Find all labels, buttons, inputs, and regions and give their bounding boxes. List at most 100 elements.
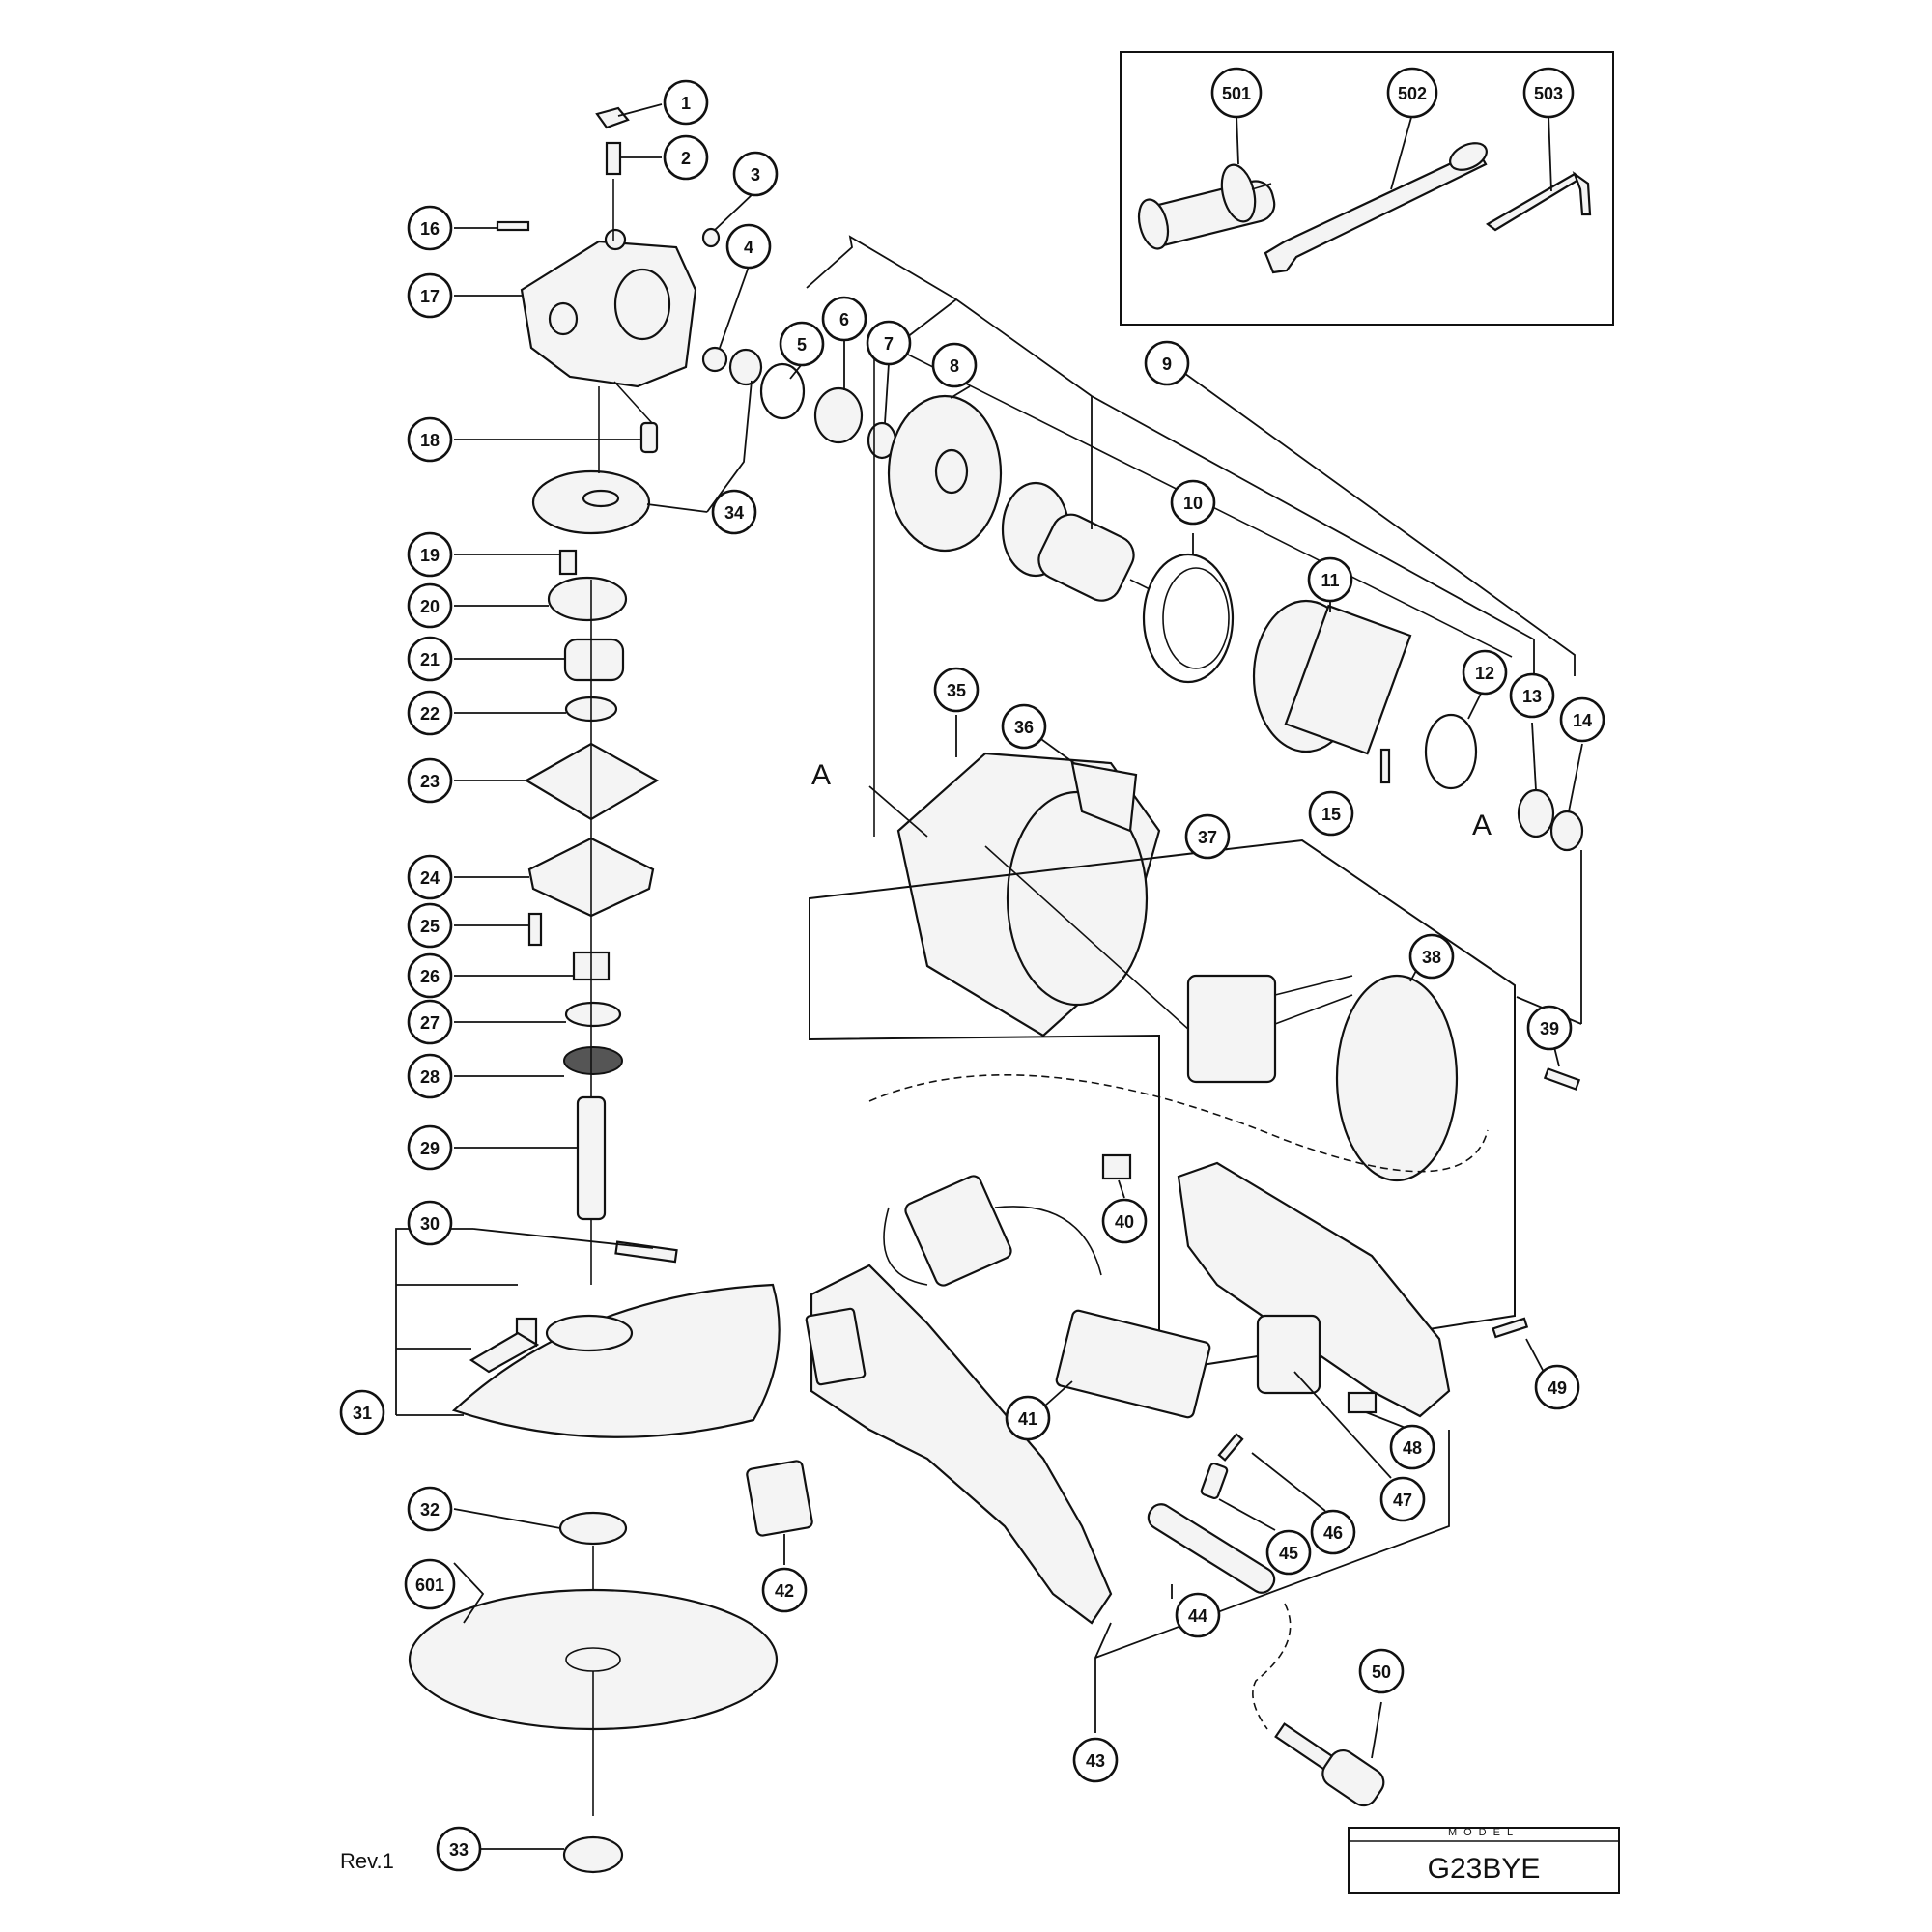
- lock-button: [595, 106, 630, 129]
- callout-balloon-20: 20: [407, 582, 453, 629]
- callout-number: 16: [420, 219, 440, 239]
- callout-balloon-7: 7: [866, 320, 912, 366]
- ref-marker-a-left: A: [811, 759, 831, 791]
- callout-number: 43: [1086, 1751, 1105, 1771]
- callout-balloon-46: 46: [1310, 1509, 1356, 1555]
- callout-number: 44: [1188, 1606, 1208, 1626]
- ball-bearing-13: [1517, 788, 1555, 838]
- callout-balloon-502: 502: [1386, 67, 1438, 119]
- tapping-screw: [496, 220, 530, 232]
- cord-armor: [1147, 1503, 1276, 1594]
- callout-number: 48: [1403, 1438, 1422, 1458]
- spindle: [576, 1095, 607, 1221]
- callout-balloon-29: 29: [407, 1124, 453, 1171]
- callout-balloon-18: 18: [407, 416, 453, 463]
- callout-number: 34: [724, 503, 744, 523]
- callout-balloon-3: 3: [732, 151, 779, 197]
- callout-balloon-15: 15: [1308, 790, 1354, 837]
- bevel-gear: [531, 469, 651, 535]
- callout-number: 7: [884, 334, 894, 354]
- callout-balloon-28: 28: [407, 1053, 453, 1099]
- callout-number: 9: [1162, 355, 1172, 374]
- callout-balloon-34: 34: [711, 489, 757, 535]
- callout-number: 12: [1475, 664, 1494, 683]
- wheel-nut: [562, 1835, 624, 1874]
- callout-balloon-21: 21: [407, 636, 453, 682]
- wheel-guard: [451, 1240, 781, 1438]
- callout-number: 24: [420, 868, 440, 888]
- callout-number: 36: [1014, 718, 1034, 737]
- callout-balloon-8: 8: [931, 342, 978, 388]
- callout-balloon-24: 24: [407, 854, 453, 900]
- pin: [639, 421, 659, 454]
- callout-balloon-44: 44: [1175, 1592, 1221, 1638]
- spanner-wrench: [1264, 142, 1488, 274]
- callout-balloon-35: 35: [933, 667, 980, 713]
- callout-number: 13: [1522, 687, 1542, 706]
- callout-balloon-27: 27: [407, 999, 453, 1045]
- callout-balloon-501: 501: [1210, 67, 1263, 119]
- callout-number: 2: [681, 149, 691, 168]
- callout-balloon-43: 43: [1072, 1737, 1119, 1783]
- needle-bearing: [701, 346, 728, 373]
- cord-clamp: [1101, 1153, 1132, 1180]
- callout-number: 27: [420, 1013, 440, 1033]
- callout-number: 19: [420, 546, 440, 565]
- callout-number: 46: [1323, 1523, 1343, 1543]
- callout-number: 45: [1279, 1544, 1298, 1563]
- callout-number: 6: [839, 310, 849, 329]
- callout-number: 42: [775, 1581, 794, 1601]
- name-plate: [1070, 761, 1138, 833]
- callout-number: 3: [751, 165, 760, 185]
- callout-number: 22: [420, 704, 440, 724]
- screw-46: [1217, 1433, 1244, 1462]
- screw-49: [1492, 1317, 1529, 1339]
- callout-balloon-47: 47: [1379, 1476, 1426, 1522]
- handle: [805, 1264, 1113, 1625]
- callout-number: 502: [1398, 84, 1427, 103]
- callout-balloon-5: 5: [779, 321, 825, 367]
- callout-balloon-9: 9: [1144, 340, 1190, 386]
- callout-balloon-30: 30: [407, 1200, 453, 1246]
- callout-number: 18: [420, 431, 440, 450]
- callout-balloon-6: 6: [821, 296, 867, 342]
- callout-number: 47: [1393, 1491, 1412, 1510]
- callout-number: 50: [1372, 1662, 1391, 1682]
- callout-balloon-11: 11: [1307, 556, 1353, 603]
- revision-label: Rev.1: [340, 1849, 394, 1873]
- callout-balloon-48: 48: [1389, 1424, 1435, 1470]
- callout-number: 26: [420, 967, 440, 986]
- callout-balloon-19: 19: [407, 531, 453, 578]
- callout-number: 4: [744, 238, 753, 257]
- terminal: [1347, 1391, 1378, 1414]
- stator: [1252, 599, 1412, 755]
- callout-balloon-16: 16: [407, 205, 453, 251]
- wiring-harness: [883, 1175, 1102, 1287]
- callout-balloon-38: 38: [1408, 933, 1455, 980]
- screw-15: [1379, 748, 1391, 784]
- callout-balloon-22: 22: [407, 690, 453, 736]
- packing: [547, 576, 628, 622]
- model-box: MODEL G23BYE: [1348, 1827, 1620, 1894]
- bearing-bushing: [1549, 810, 1584, 852]
- cord-clip: [1200, 1462, 1229, 1500]
- power-plug: [1274, 1722, 1385, 1807]
- callout-balloon-39: 39: [1526, 1005, 1573, 1051]
- callout-balloon-10: 10: [1170, 479, 1216, 526]
- callout-number: 33: [449, 1840, 469, 1860]
- callout-number: 17: [420, 287, 440, 306]
- callout-balloon-26: 26: [407, 952, 453, 999]
- callout-balloon-32: 32: [407, 1486, 453, 1532]
- callout-number: 40: [1115, 1212, 1134, 1232]
- callout-balloon-45: 45: [1265, 1529, 1312, 1576]
- callout-balloon-50: 50: [1358, 1648, 1405, 1694]
- callout-balloon-36: 36: [1001, 703, 1047, 750]
- callout-balloon-31: 31: [339, 1389, 385, 1435]
- callout-number: 503: [1534, 84, 1563, 103]
- callout-balloon-25: 25: [407, 902, 453, 949]
- callout-balloon-37: 37: [1184, 813, 1231, 860]
- callout-balloon-17: 17: [407, 272, 453, 319]
- callout-number: 15: [1321, 805, 1341, 824]
- retaining-ring: [759, 362, 806, 420]
